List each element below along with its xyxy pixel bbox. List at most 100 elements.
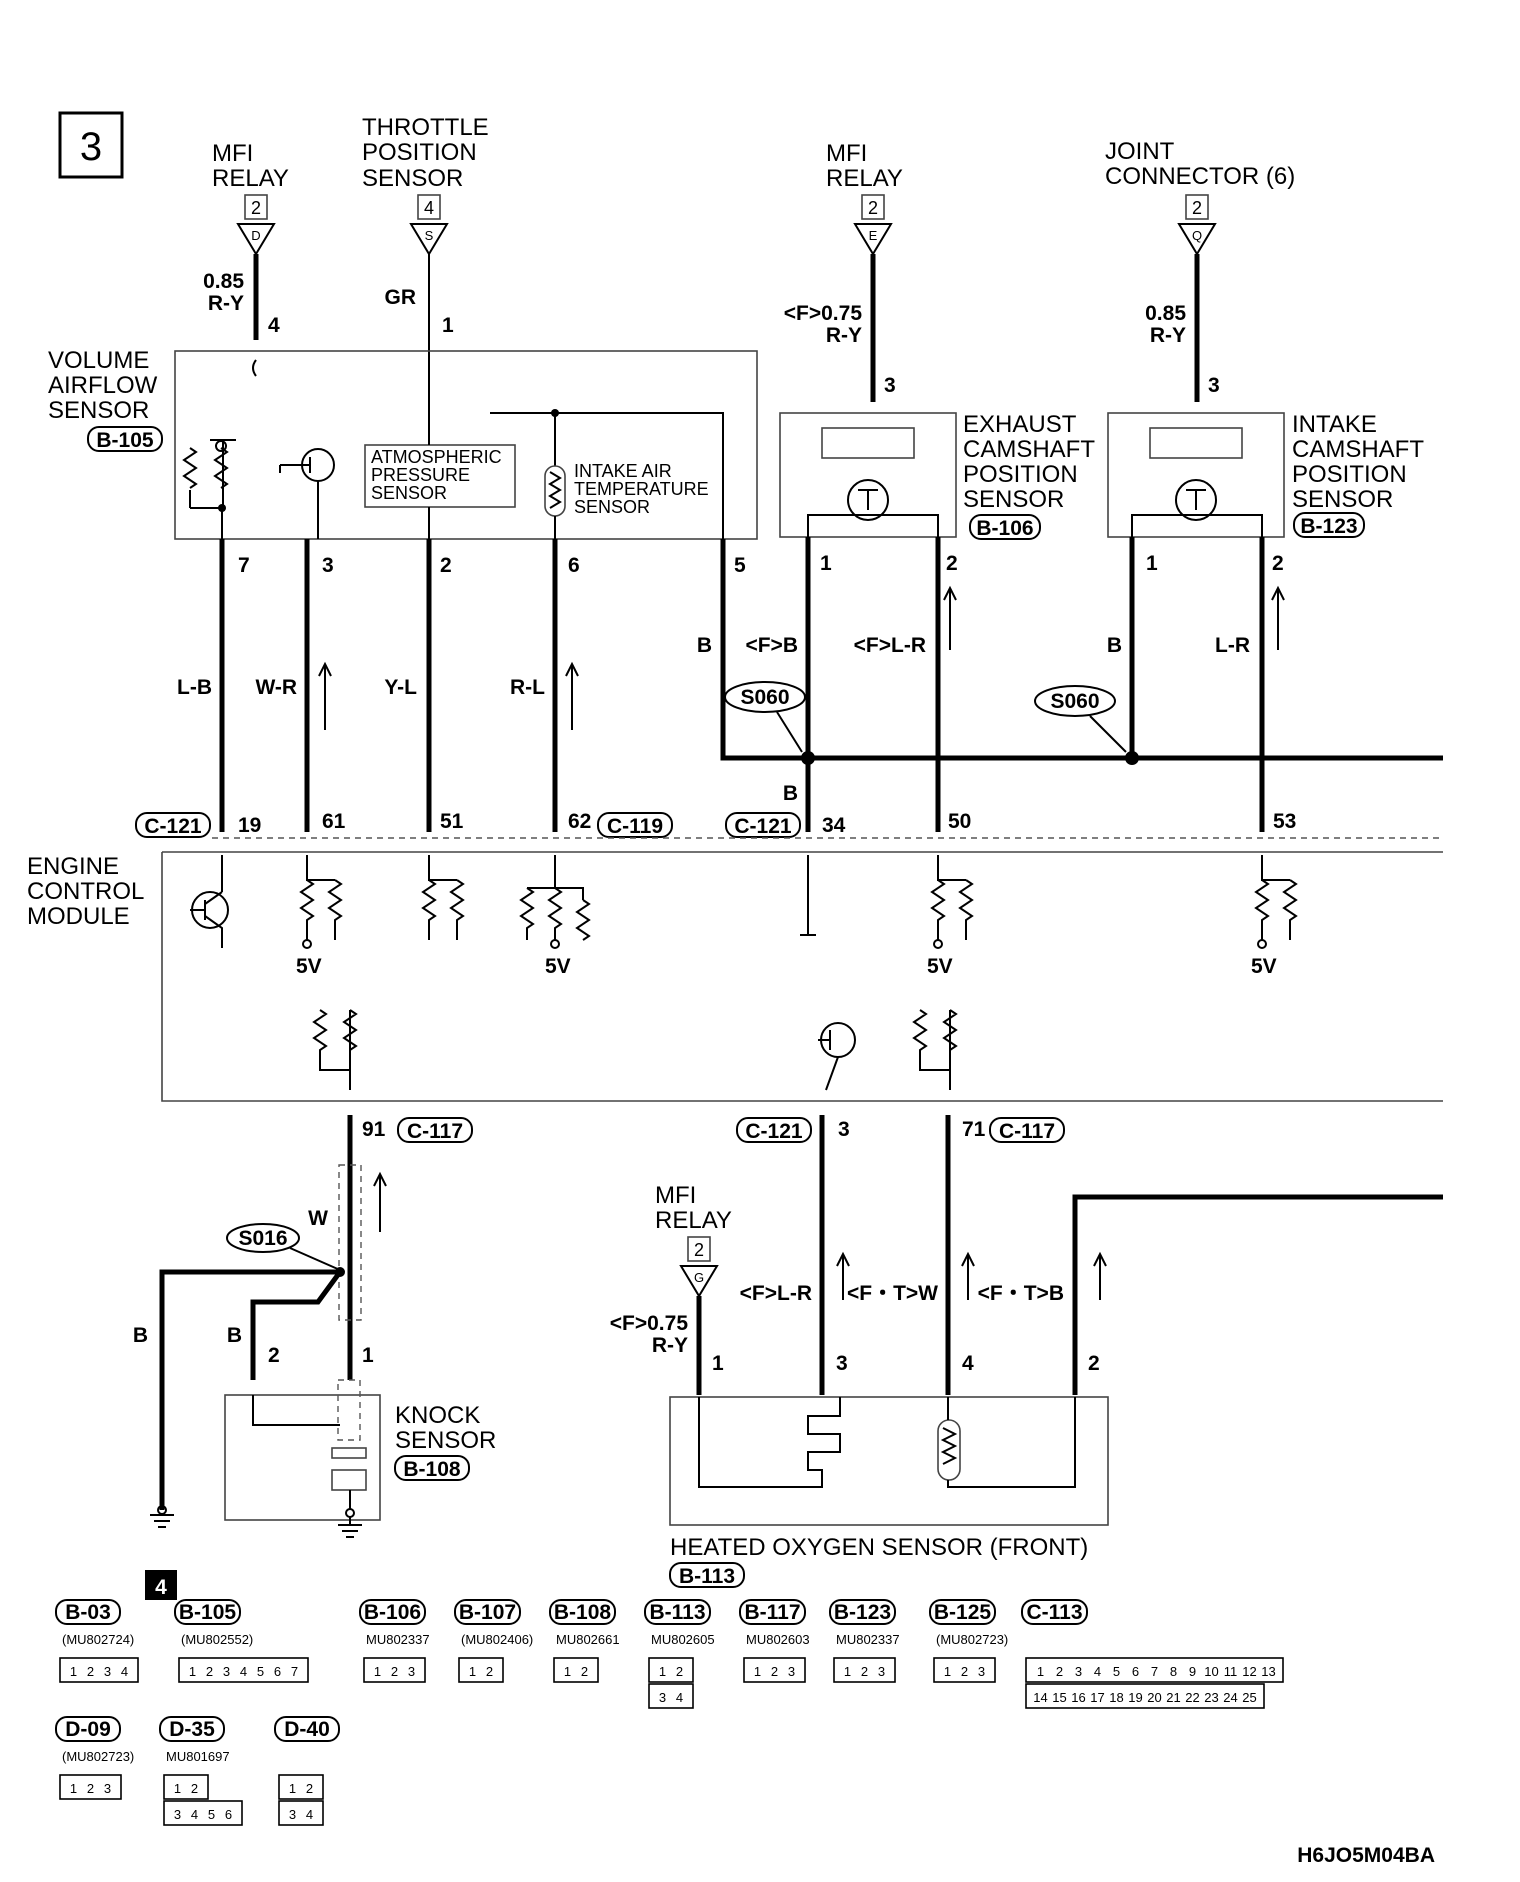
ecm-name-2: CONTROL — [27, 878, 144, 905]
legend-pin: 3 — [978, 1664, 985, 1679]
mfi-relay-3-color: R-Y — [652, 1334, 688, 1357]
legend-pin: 13 — [1261, 1664, 1275, 1679]
legend-pin: 12 — [1242, 1664, 1256, 1679]
legend-id: D-09 — [65, 1718, 111, 1741]
mfi-relay-1-name-2: RELAY — [212, 165, 289, 192]
joint-connector-color: R-Y — [1150, 324, 1186, 347]
legend-pin: 6 — [1132, 1664, 1139, 1679]
legend-pin: 2 — [861, 1664, 868, 1679]
next-page-number: 4 — [155, 1576, 167, 1599]
wire-o2-ftb: <F・T>B — [978, 1282, 1064, 1305]
legend-pin: 4 — [1094, 1664, 1101, 1679]
legend-pin: 3 — [223, 1664, 230, 1679]
ecm-pin-19: 19 — [238, 814, 261, 837]
vaf-name-2: AIRFLOW — [48, 372, 158, 399]
ecm-connector-c119: C-119 — [607, 815, 663, 838]
svg-text:S060: S060 — [740, 686, 789, 709]
knock-name-1: KNOCK — [395, 1402, 480, 1429]
legend-pin: 17 — [1090, 1690, 1104, 1705]
vaf-pin-6: 6 — [568, 554, 580, 577]
legend-pin: 1 — [754, 1664, 761, 1679]
legend-id: B-113 — [649, 1601, 705, 1624]
legend-pin: 8 — [1170, 1664, 1177, 1679]
mfi-relay-3-size: <F>0.75 — [610, 1312, 689, 1335]
legend-pin: 1 — [189, 1664, 196, 1679]
source-joint-connector: JOINT CONNECTOR (6) 2 Q 0.85 R-Y 3 — [1105, 138, 1295, 397]
wire-fb: <F>B — [745, 634, 798, 657]
mfi-relay-3-name-1: MFI — [655, 1182, 696, 1209]
legend-pin: 2 — [771, 1664, 778, 1679]
icmp-name-1: INTAKE — [1292, 411, 1377, 438]
wire-knock-b1: B — [133, 1324, 148, 1347]
legend-id: B-03 — [65, 1601, 111, 1624]
legend-pin: 2 — [581, 1664, 588, 1679]
knock-connector: B-108 — [403, 1458, 461, 1481]
source-mfi-relay-2: MFI RELAY 2 E <F>0.75 R-Y 3 — [784, 140, 903, 397]
legend-pin: 14 — [1033, 1690, 1047, 1705]
vaf-connector: B-105 — [96, 429, 154, 452]
legend-part: MU802337 — [836, 1632, 900, 1647]
ecm-connector-c117-b: C-117 — [999, 1120, 1055, 1143]
legend-pin: 1 — [289, 1781, 296, 1796]
legend-pin: 3 — [1075, 1664, 1082, 1679]
iat-name-3: SENSOR — [574, 497, 650, 517]
iat-name-1: INTAKE AIR — [574, 461, 672, 481]
legend-pin: 2 — [87, 1664, 94, 1679]
icmp-pin-1: 1 — [1146, 552, 1158, 575]
legend-pin: 3 — [104, 1781, 111, 1796]
wire-wr: W-R — [255, 676, 297, 699]
ho2s-name: HEATED OXYGEN SENSOR (FRONT) — [670, 1534, 1088, 1561]
legend-pin: 4 — [676, 1690, 683, 1705]
legend-part: MU802337 — [366, 1632, 430, 1647]
ecm-pin-34: 34 — [822, 814, 846, 837]
legend-pin: 3 — [659, 1690, 666, 1705]
splice-s060-a: S060 — [724, 681, 806, 753]
legend-pin: 11 — [1224, 1664, 1238, 1679]
mfi-relay-1-pin: 4 — [268, 314, 280, 337]
joint-connector-terminal: Q — [1192, 228, 1202, 243]
wire-b2: B — [1107, 634, 1122, 657]
legend-part: MU801697 — [166, 1749, 230, 1764]
legend-pin: 1 — [374, 1664, 381, 1679]
mfi-relay-1-name-1: MFI — [212, 140, 253, 167]
wire-lr: L-R — [1215, 634, 1250, 657]
ecmp-pin-1: 1 — [820, 552, 832, 575]
legend-pin: 2 — [306, 1781, 313, 1796]
mfi-relay-1-terminal: D — [251, 228, 260, 243]
volume-airflow-sensor: VOLUME AIRFLOW SENSOR B-105 ATMOSPHERIC … — [48, 347, 758, 577]
legend-pin: 1 — [844, 1664, 851, 1679]
ecm-pin-91: 91 — [362, 1118, 386, 1141]
ecm-pin-51: 51 — [440, 810, 464, 833]
ho2s-connector: B-113 — [679, 1565, 735, 1588]
legend-pin: 7 — [291, 1664, 298, 1679]
legend-part: MU802603 — [746, 1632, 810, 1647]
legend-pin: 2 — [191, 1781, 198, 1796]
legend-pin: 1 — [70, 1781, 77, 1796]
legend-pin: 4 — [306, 1807, 313, 1822]
legend-pin: 4 — [191, 1807, 198, 1822]
legend-pin: 1 — [564, 1664, 571, 1679]
tps-name-3: SENSOR — [362, 165, 463, 192]
legend-pin: 2 — [961, 1664, 968, 1679]
legend-pin: 7 — [1151, 1664, 1158, 1679]
ecm-connector-c121: C-121 — [144, 815, 202, 838]
legend-pin: 1 — [659, 1664, 666, 1679]
wire-knock-w: W — [308, 1207, 328, 1230]
mfi-relay-2-name-1: MFI — [826, 140, 867, 167]
splice-s060-b: S060 — [1034, 685, 1127, 753]
tps-color: GR — [385, 286, 417, 309]
ecmp-pin-2: 2 — [946, 552, 958, 575]
legend-pin: 6 — [274, 1664, 281, 1679]
o2-pin-2: 2 — [1088, 1352, 1100, 1375]
joint-connector-pin: 3 — [1208, 374, 1220, 397]
ecm-pin-71: 71 — [962, 1118, 986, 1141]
volt-62: 5V — [545, 955, 571, 978]
legend-id: B-125 — [934, 1601, 992, 1624]
